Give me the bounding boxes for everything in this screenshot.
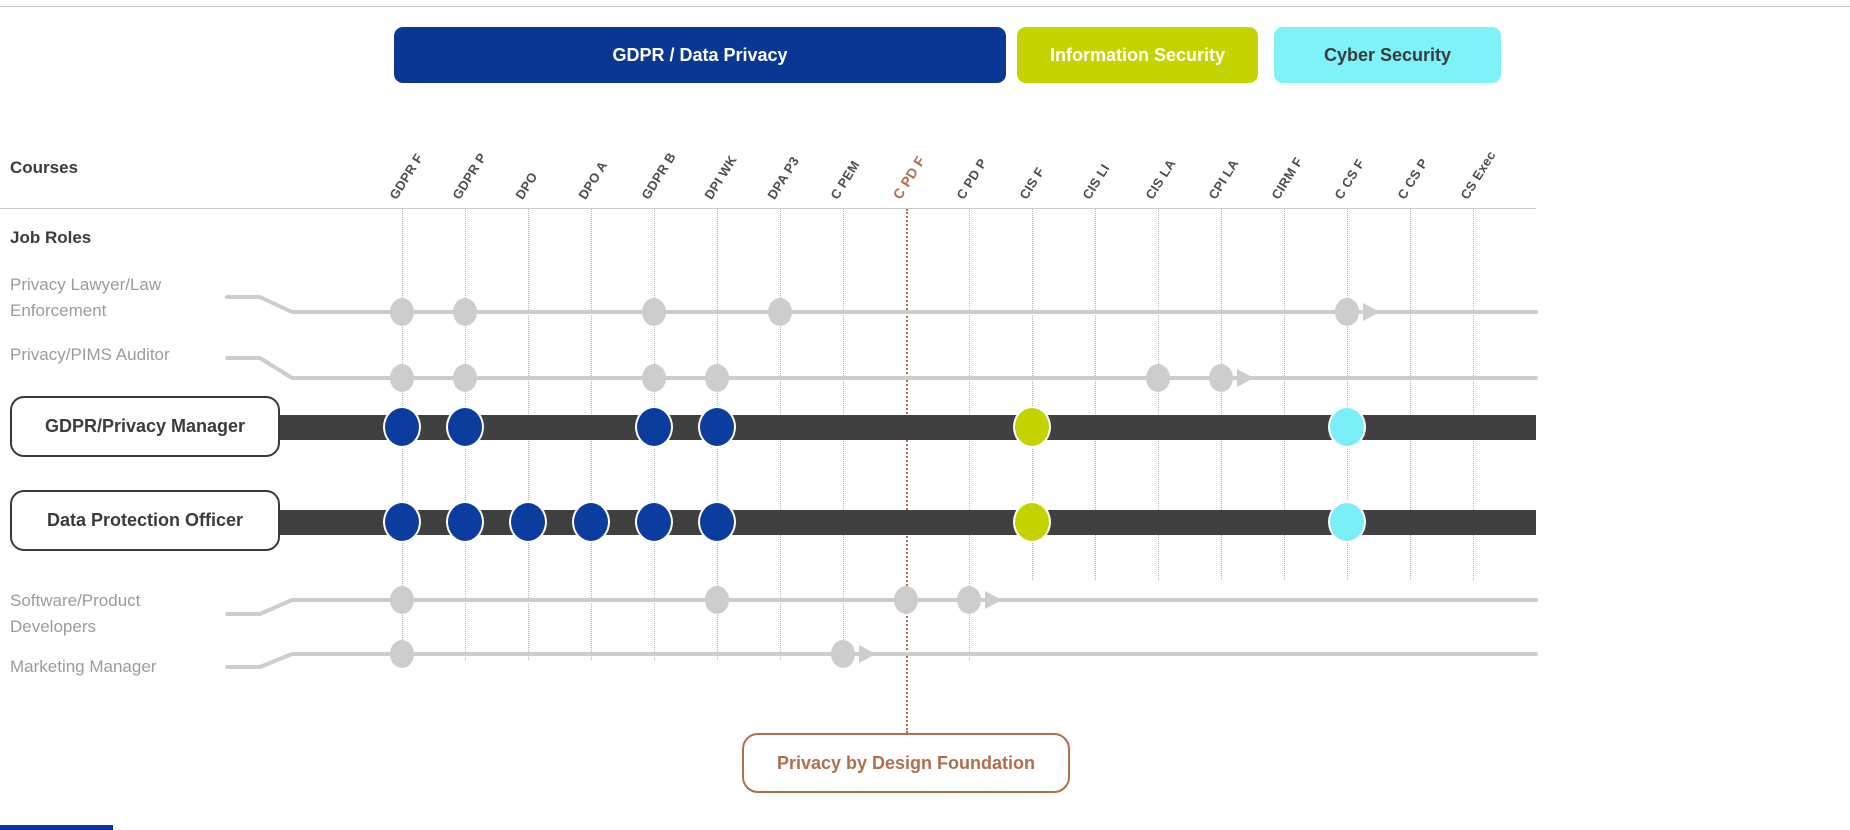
course-dot-privacy-lawyer-law-enforcement-gdpr-b bbox=[642, 298, 666, 326]
column-line-c-cs-f bbox=[1347, 209, 1348, 580]
course-dot-software-product-developers-c-pd-f bbox=[894, 586, 918, 614]
course-arrow-marketing-manager bbox=[859, 645, 876, 663]
role-label-line: Marketing Manager bbox=[10, 657, 157, 676]
course-dot-data-protection-officer-gdpr-b bbox=[635, 501, 673, 543]
role-line-privacy-lawyer-law-enforcement bbox=[225, 295, 1538, 314]
course-dot-privacy-pims-auditor-gdpr-f bbox=[390, 364, 414, 392]
course-dot-data-protection-officer-gdpr-p bbox=[446, 501, 484, 543]
role-label-privacy-pims-auditor: Privacy/PIMS Auditor bbox=[10, 342, 170, 368]
course-dot-gdpr-privacy-manager-cis-f bbox=[1013, 406, 1051, 448]
role-line-privacy-pims-auditor bbox=[225, 356, 1538, 380]
course-arrow-privacy-pims-auditor bbox=[1237, 369, 1254, 387]
column-line-cis-f bbox=[1032, 209, 1033, 580]
course-dot-marketing-manager-c-pem bbox=[831, 640, 855, 668]
annotation-label: Privacy by Design Foundation bbox=[776, 752, 1036, 773]
role-label-marketing-manager: Marketing Manager bbox=[10, 654, 156, 680]
course-arrow-privacy-lawyer-law-enforcement bbox=[1363, 303, 1380, 321]
column-line-c-cs-p bbox=[1410, 209, 1411, 580]
course-dot-privacy-pims-auditor-gdpr-p bbox=[453, 364, 477, 392]
column-line-cirm-f bbox=[1284, 209, 1285, 580]
course-dot-privacy-lawyer-law-enforcement-gdpr-p bbox=[453, 298, 477, 326]
role-line-marketing-manager bbox=[225, 652, 1538, 669]
job-roles-heading: Job Roles bbox=[10, 228, 92, 247]
category-pill-gdpr: GDPR / Data Privacy bbox=[394, 27, 1006, 83]
role-label-line: Software/Product bbox=[10, 591, 141, 610]
course-dot-privacy-lawyer-law-enforcement-gdpr-f bbox=[390, 298, 414, 326]
course-dot-data-protection-officer-c-cs-f bbox=[1328, 501, 1366, 543]
course-dot-gdpr-privacy-manager-gdpr-f bbox=[383, 406, 421, 448]
course-dot-privacy-pims-auditor-cis-la bbox=[1146, 364, 1170, 392]
course-dot-data-protection-officer-dpi-wk bbox=[698, 501, 736, 543]
course-dot-privacy-lawyer-law-enforcement-dpa-p3 bbox=[768, 298, 792, 326]
partial-element-strip bbox=[0, 825, 113, 830]
role-label-line: Developers bbox=[10, 617, 96, 636]
top-divider bbox=[0, 6, 1850, 7]
course-dot-marketing-manager-gdpr-f bbox=[390, 640, 414, 668]
course-dot-data-protection-officer-cis-f bbox=[1013, 501, 1051, 543]
course-dot-data-protection-officer-gdpr-f bbox=[383, 501, 421, 543]
course-dot-gdpr-privacy-manager-dpi-wk bbox=[698, 406, 736, 448]
course-dot-data-protection-officer-dpo bbox=[509, 501, 547, 543]
course-dot-privacy-lawyer-law-enforcement-c-cs-f bbox=[1335, 298, 1359, 326]
column-line-cpi-la bbox=[1221, 209, 1222, 580]
courses-axis-heading: Courses bbox=[10, 158, 79, 177]
course-dot-software-product-developers-gdpr-f bbox=[390, 586, 414, 614]
course-dot-privacy-pims-auditor-dpi-wk bbox=[705, 364, 729, 392]
role-line-software-product-developers bbox=[225, 598, 1538, 616]
category-pill-cyber: Cyber Security bbox=[1274, 27, 1501, 83]
role-label-line: Enforcement bbox=[10, 301, 107, 320]
column-line-cs-exec bbox=[1473, 209, 1474, 580]
course-dot-software-product-developers-dpi-wk bbox=[705, 586, 729, 614]
role-box-gdpr-privacy-manager: GDPR/Privacy Manager bbox=[10, 396, 280, 457]
course-dot-privacy-pims-auditor-gdpr-b bbox=[642, 364, 666, 392]
course-dot-software-product-developers-c-pd-p bbox=[957, 586, 981, 614]
role-box-data-protection-officer: Data Protection Officer bbox=[10, 490, 280, 551]
category-pill-infosec: Information Security bbox=[1017, 27, 1258, 83]
course-dot-data-protection-officer-dpo-a bbox=[572, 501, 610, 543]
course-dot-gdpr-privacy-manager-c-cs-f bbox=[1328, 406, 1366, 448]
course-dot-gdpr-privacy-manager-gdpr-p bbox=[446, 406, 484, 448]
course-arrow-software-product-developers bbox=[985, 591, 1002, 609]
column-line-cis-la bbox=[1158, 209, 1159, 580]
annotation-connector-line bbox=[906, 209, 908, 733]
role-label-line: Privacy/PIMS Auditor bbox=[10, 345, 170, 364]
annotation-box: Privacy by Design Foundation bbox=[742, 733, 1070, 793]
column-line-cis-li bbox=[1095, 209, 1096, 580]
course-dot-gdpr-privacy-manager-gdpr-b bbox=[635, 406, 673, 448]
course-axis-divider bbox=[0, 208, 1536, 209]
role-label-line: Privacy Lawyer/Law bbox=[10, 275, 162, 294]
course-dot-privacy-pims-auditor-cpi-la bbox=[1209, 364, 1233, 392]
